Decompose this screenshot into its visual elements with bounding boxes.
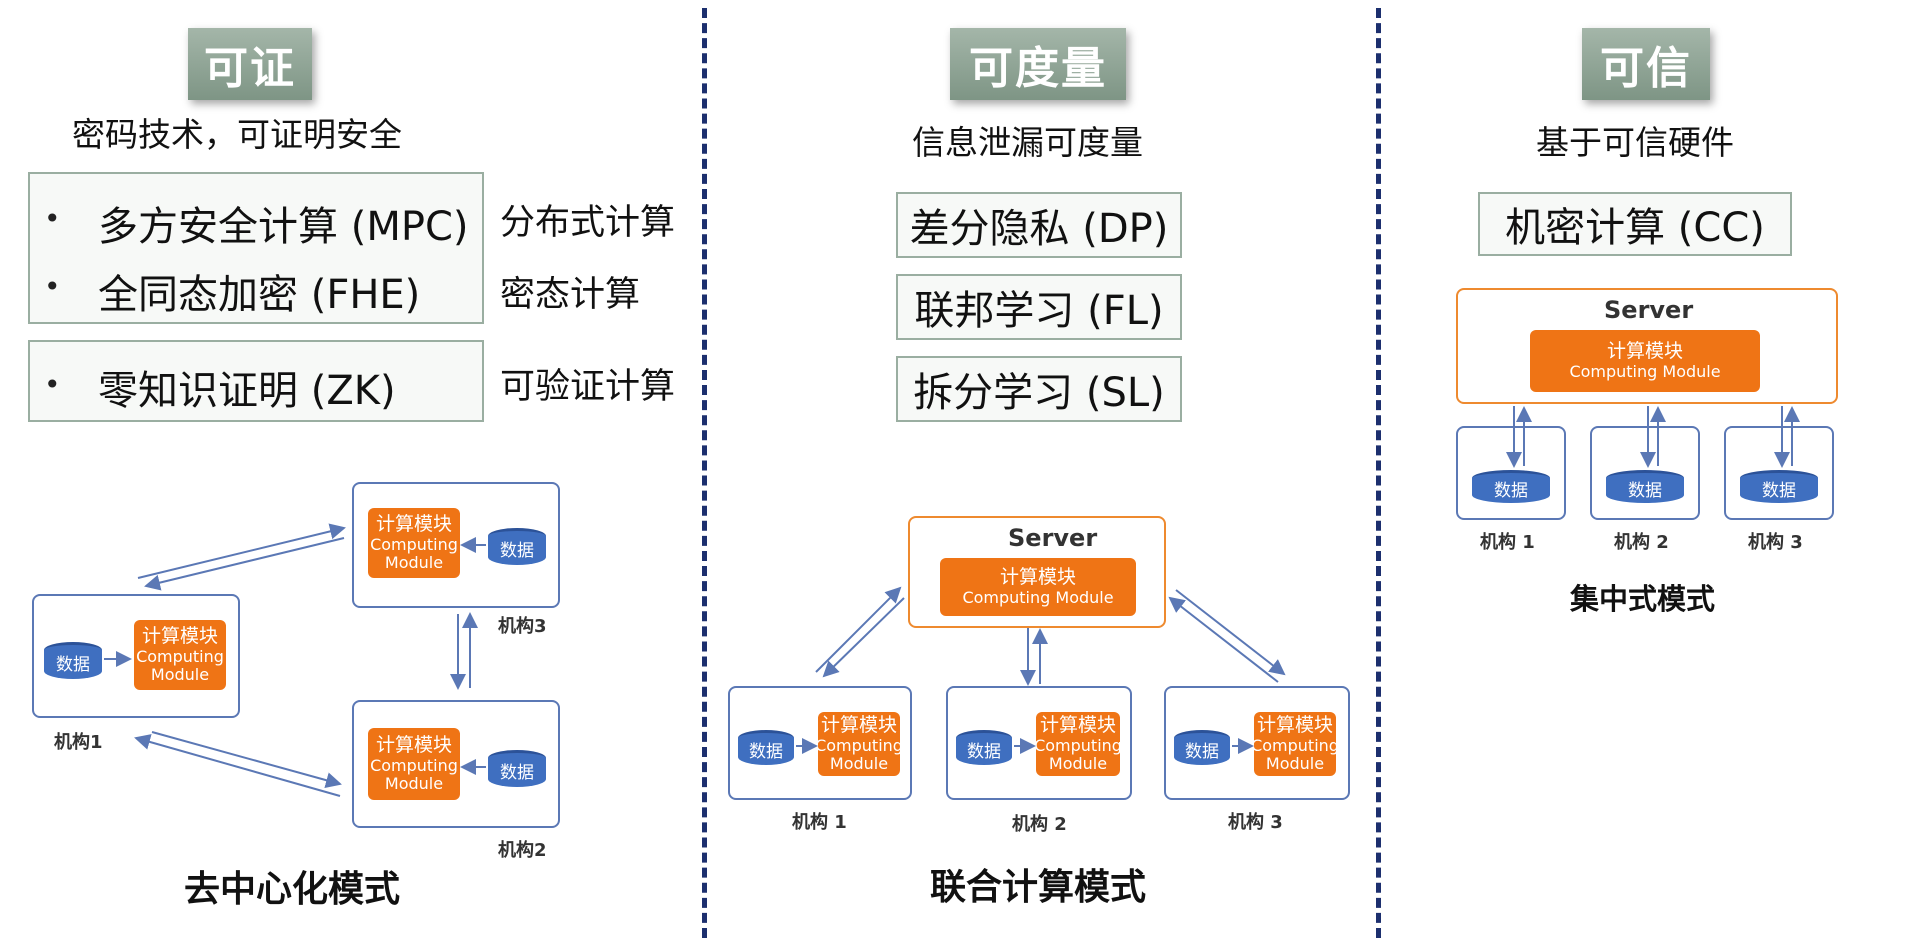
- caption-centralized: 集中式模式: [1570, 582, 1716, 616]
- database-icon: 数据: [1606, 470, 1684, 503]
- computing-module: 计算模块 Computing Module: [815, 712, 903, 776]
- org2-label: 机构 2: [1614, 532, 1669, 553]
- server-label: Server: [1008, 524, 1098, 552]
- database-icon: 数据: [1740, 470, 1818, 503]
- server-label: Server: [1604, 296, 1694, 324]
- org2-label: 机构 2: [1012, 814, 1067, 835]
- subtitle-trusted: 基于可信硬件: [1536, 123, 1734, 162]
- tech-mpc: 多方安全计算 (MPC): [98, 204, 469, 250]
- database-icon: 数据: [956, 730, 1012, 765]
- database-icon: 数据: [488, 750, 546, 787]
- bullet: •: [44, 270, 61, 303]
- mpc-fhe-box: • 多方安全计算 (MPC) • 全同态加密 (FHE): [28, 172, 484, 324]
- org1-label: 机构 1: [1480, 532, 1535, 553]
- header-provable: 可证: [188, 28, 312, 100]
- tech-fl: 联邦学习 (FL): [896, 274, 1182, 340]
- tech-zk: 零知识证明 (ZK): [98, 368, 396, 414]
- zk-box: • 零知识证明 (ZK): [28, 340, 484, 422]
- bullet: •: [44, 202, 61, 235]
- computing-module: 计算模块 Computing Module: [368, 728, 460, 800]
- computing-module: 计算模块 Computing Module: [1034, 712, 1122, 776]
- org1-label: 机构 1: [792, 812, 847, 833]
- org2-label: 机构2: [498, 840, 547, 861]
- tech-fhe: 全同态加密 (FHE): [98, 272, 421, 318]
- computing-module: 计算模块 Computing Module: [1251, 712, 1339, 776]
- category-verifiable: 可验证计算: [500, 367, 676, 407]
- computing-module: 计算模块 Computing Module: [134, 620, 226, 690]
- database-icon: 数据: [738, 730, 794, 765]
- org3-label: 机构3: [498, 616, 547, 637]
- computing-module: 计算模块 Computing Module: [368, 508, 460, 578]
- tech-dp: 差分隐私 (DP): [896, 192, 1182, 258]
- tech-sl: 拆分学习 (SL): [896, 356, 1182, 422]
- database-icon: 数据: [1472, 470, 1550, 503]
- tech-cc: 机密计算 (CC): [1478, 192, 1792, 256]
- caption-federated: 联合计算模式: [930, 867, 1147, 908]
- subtitle-measurable: 信息泄漏可度量: [912, 123, 1143, 162]
- database-icon: 数据: [488, 528, 546, 565]
- category-distributed: 分布式计算: [500, 203, 676, 243]
- subtitle-provable: 密码技术，可证明安全: [72, 115, 402, 154]
- computing-module: 计算模块 Computing Module: [940, 558, 1136, 616]
- header-trusted: 可信: [1582, 28, 1710, 100]
- org1-label: 机构1: [54, 732, 103, 753]
- org3-label: 机构 3: [1228, 812, 1283, 833]
- column-divider-left: [702, 8, 707, 938]
- database-icon: 数据: [1174, 730, 1230, 765]
- bullet: •: [44, 368, 61, 401]
- computing-module: 计算模块 Computing Module: [1530, 330, 1760, 392]
- caption-decentralized: 去中心化模式: [184, 869, 401, 910]
- category-encrypted: 密态计算: [500, 275, 641, 315]
- org3-label: 机构 3: [1748, 532, 1803, 553]
- column-divider-right: [1376, 8, 1381, 938]
- header-measurable: 可度量: [950, 28, 1126, 100]
- database-icon: 数据: [44, 642, 102, 679]
